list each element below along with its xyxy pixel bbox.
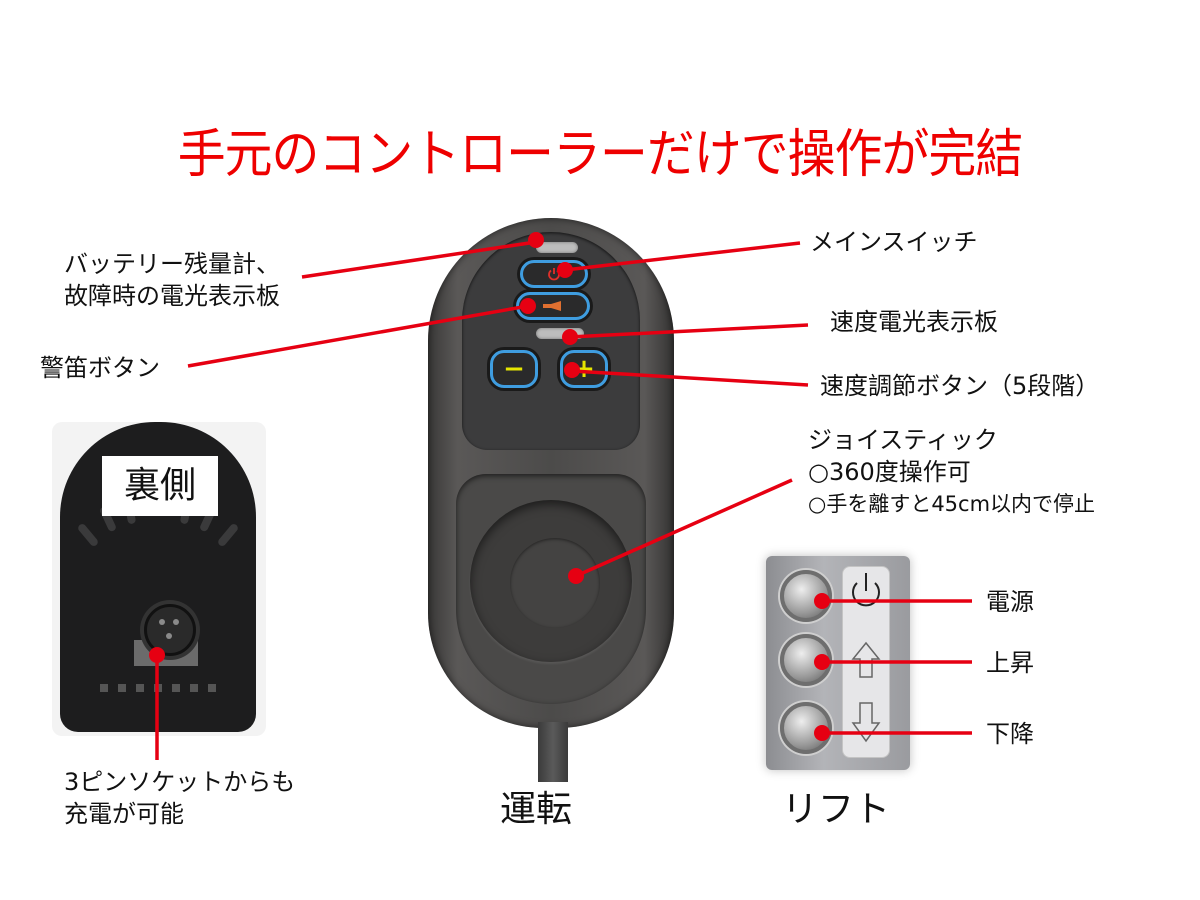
page-title: 手元のコントローラーだけで操作が完結 (177, 125, 1023, 185)
callout-dot-battery (528, 232, 544, 248)
battery-display-label: バッテリー残量計、 故障時の電光表示板 (64, 248, 280, 312)
label-line: バッテリー残量計、 (64, 250, 280, 278)
callout-dot-lift-power (814, 593, 830, 609)
joystick[interactable] (510, 538, 600, 628)
speed-down-button[interactable]: − (490, 350, 538, 388)
label-line: 故障時の電光表示板 (64, 282, 280, 310)
bottom-vents (100, 684, 220, 692)
lift-caption: リフト (782, 789, 891, 830)
power-icon (852, 573, 880, 607)
pin (166, 633, 172, 639)
label-line: 充電が可能 (64, 800, 184, 828)
arrow-up-icon (851, 641, 881, 678)
callout-dot-speed-buttons (564, 362, 580, 378)
callout-dot-joystick (568, 568, 584, 584)
horn-icon (543, 301, 561, 311)
vent (76, 522, 100, 548)
arrow-down-icon (851, 702, 881, 743)
control-panel: − + (462, 232, 640, 450)
speed-display-label: 速度電光表示板 (830, 308, 998, 336)
joystick-label: ジョイスティック ○360度操作可 ○手を離すと45cm以内で停止 (808, 424, 1095, 520)
pin (173, 619, 179, 625)
main-switch-label: メインスイッチ (810, 228, 978, 256)
horn-button[interactable] (516, 292, 590, 320)
lift-power-label: 電源 (986, 588, 1034, 616)
minus-icon: − (503, 354, 525, 384)
pin (159, 619, 165, 625)
lift-down-label: 下降 (986, 720, 1034, 748)
callout-dot-speed-display (562, 329, 578, 345)
battery-led-display (536, 242, 578, 253)
back-view-tag: 裏側 (102, 456, 218, 516)
label-line: ジョイスティック (808, 426, 998, 454)
lift-up-label: 上昇 (986, 649, 1034, 677)
main-controller: − + (428, 218, 674, 728)
horn-button-label: 警笛ボタン (40, 354, 160, 382)
label-line: ○手を離すと45cm以内で停止 (808, 492, 1096, 516)
callout-dot-lift-up (814, 654, 830, 670)
lift-icon-strip (842, 566, 890, 758)
controller-cable (538, 722, 568, 782)
callout-dot-horn (520, 298, 536, 314)
lift-panel-photo (766, 556, 910, 770)
label-line: 3ピンソケットからも (64, 768, 296, 796)
label-line: ○360度操作可 (808, 458, 971, 486)
callout-dot-socket (149, 647, 165, 663)
speed-led-display (536, 328, 584, 339)
lift-up-button[interactable] (780, 634, 832, 686)
drive-caption: 運転 (500, 789, 573, 830)
callout-dot-lift-down (814, 725, 830, 741)
main-switch-button[interactable] (520, 260, 588, 288)
speed-buttons-label: 速度調節ボタン（5段階） (820, 372, 1100, 400)
three-pin-socket (144, 604, 196, 656)
socket-charging-label: 3ピンソケットからも 充電が可能 (64, 766, 295, 830)
callout-dot-main-switch (557, 262, 573, 278)
vent (216, 522, 240, 548)
